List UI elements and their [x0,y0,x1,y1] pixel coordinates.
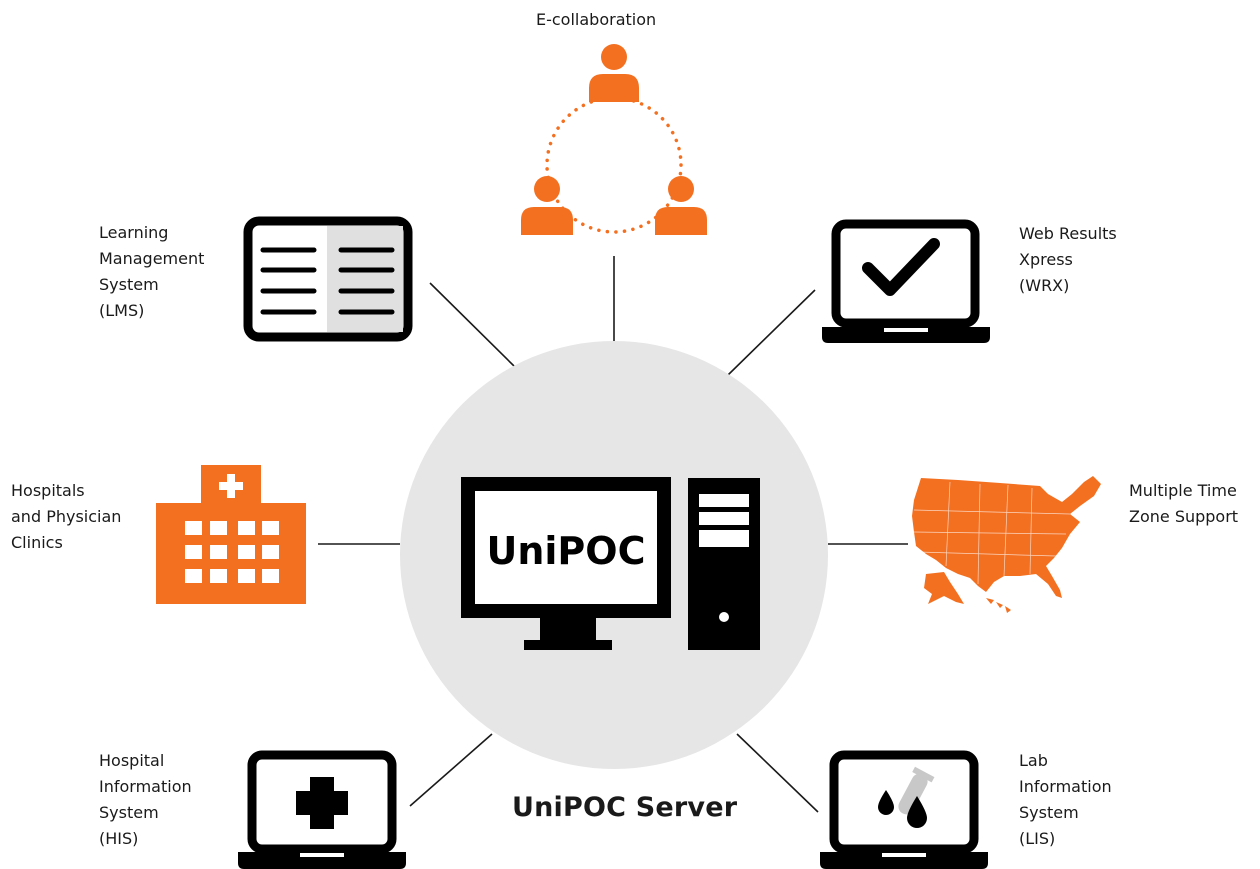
label-hospitals: Hospitals and Physician Clinics [11,481,122,552]
label-time-zone: Multiple Time Zone Support [1129,481,1239,526]
connector-wrx [727,289,816,376]
label-e-collaboration: E-collaboration [536,10,657,29]
hospital-building-icon [156,465,306,604]
laptop-test-tube-icon [820,750,988,869]
connector-lis [736,733,819,813]
laptop-checkmark-icon [822,219,990,343]
server-caption: UniPOC Server [512,792,738,823]
laptop-medical-cross-icon [238,750,406,869]
document-icon [243,216,413,342]
connectors [318,256,908,813]
desktop-computer-icon [461,477,760,650]
monitor-screen-text: UniPOC [487,529,646,573]
label-lms: Learning Management System (LMS) [99,223,205,320]
us-map-icon [912,476,1101,613]
label-wrx: Web Results Xpress (WRX) [1019,224,1117,295]
label-his: Hospital Information System (HIS) [99,751,192,848]
people-network-icon [521,44,707,235]
label-lis: Lab Information System (LIS) [1019,751,1112,848]
connector-his [409,733,493,807]
connector-lms [429,282,515,367]
